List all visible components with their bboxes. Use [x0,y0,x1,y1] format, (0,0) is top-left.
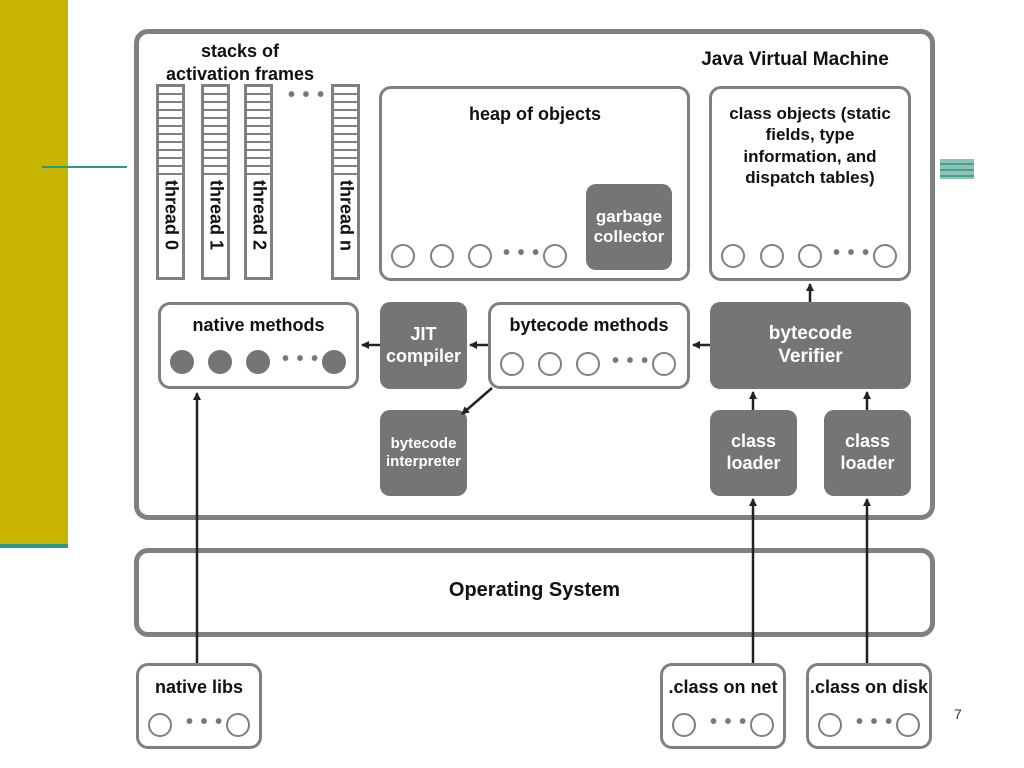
native-method-circle [322,350,346,374]
operating-system-box [134,548,935,637]
class-circle [672,713,696,737]
object-circle [430,244,454,268]
heap-title: heap of objects [468,104,602,124]
jit-compiler-box: JIT compiler [380,302,467,389]
ellipsis: • • • [612,350,650,372]
native-method-circle [170,350,194,374]
bytecode-methods-title: bytecode methods [509,315,669,335]
ellipsis: • • • [186,711,224,733]
stacks-title: stacks of activation frames [165,41,315,84]
bytecode-interpreter-box: bytecode interpreter [380,410,467,496]
page-number: 7 [954,706,962,722]
class-circle [818,713,842,737]
object-circle [543,244,567,268]
ellipsis: • • • [503,242,541,264]
bytecode-methods-box [488,302,690,389]
lib-circle [148,713,172,737]
method-circle [500,352,524,376]
class-on-disk-label: .class on disk [809,677,929,697]
lib-circle [226,713,250,737]
class-objects-title: class objects (static fields, type infor… [729,104,891,187]
object-circle [798,244,822,268]
thread-stack: thread 0 [156,84,185,280]
class-loader-box: class loader [824,410,911,496]
ellipsis: • • • [710,711,748,733]
method-circle [652,352,676,376]
accent-line-left [42,166,127,168]
method-circle [576,352,600,376]
accent-block-right [940,159,974,179]
object-circle [760,244,784,268]
stacks-ellipsis: • • • [288,84,326,106]
accent-underline [0,544,68,548]
ellipsis: • • • [282,348,320,370]
object-circle [468,244,492,268]
ellipsis: • • • [833,242,871,264]
thread-stack: thread 1 [201,84,230,280]
bytecode-verifier-box: bytecode Verifier [710,302,911,389]
garbage-collector-box: garbage collector [586,184,672,270]
native-method-circle [208,350,232,374]
operating-system-label: Operating System [448,579,621,601]
native-methods-box [158,302,359,389]
native-method-circle [246,350,270,374]
class-circle [896,713,920,737]
thread-stack: thread n [331,84,360,280]
native-libs-label: native libs [154,677,244,697]
native-methods-title: native methods [192,315,325,335]
arrow-bytecode-to-interpreter [461,387,493,415]
class-loader-box: class loader [710,410,797,496]
class-circle [750,713,774,737]
method-circle [538,352,562,376]
ellipsis: • • • [856,711,894,733]
object-circle [721,244,745,268]
thread-stack: thread 2 [244,84,273,280]
object-circle [391,244,415,268]
object-circle [873,244,897,268]
class-on-net-label: .class on net [668,677,778,697]
jvm-title: Java Virtual Machine [701,49,889,70]
accent-bar [0,0,68,545]
